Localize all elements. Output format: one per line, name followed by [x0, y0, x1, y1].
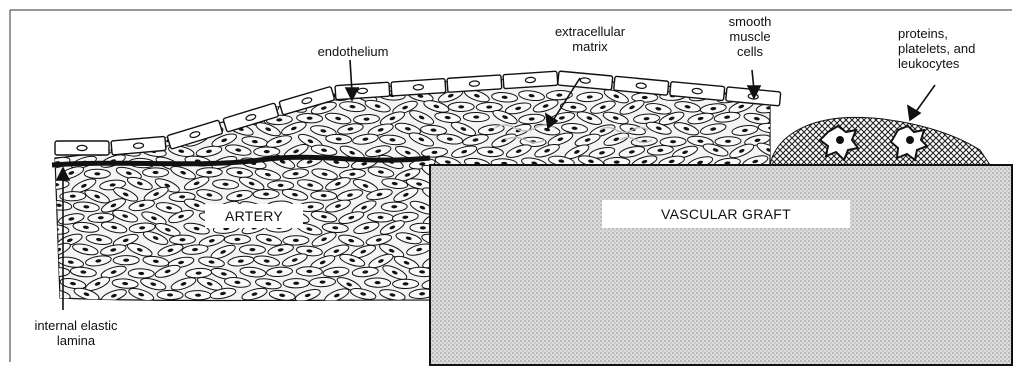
- smooth-muscle-cell: [85, 121, 112, 136]
- smooth-muscle-cell: [101, 88, 129, 106]
- smooth-muscle-cell: [44, 267, 70, 276]
- smooth-muscle-cell: [113, 255, 139, 264]
- smooth-muscle-cell: [283, 236, 309, 246]
- endothelial-cell: [55, 141, 109, 155]
- endothelial-cell: [391, 79, 446, 96]
- smooth-muscle-cells-label: smooth muscle cells: [710, 14, 790, 59]
- smooth-muscle-cell: [283, 279, 309, 288]
- smooth-muscle-cell: [239, 245, 265, 255]
- smooth-muscle-cell: [184, 114, 211, 125]
- smooth-muscle-cell: [224, 235, 250, 245]
- smooth-muscle-cell: [71, 109, 99, 127]
- smooth-muscle-cell: [296, 267, 322, 277]
- smooth-muscle-cell: [157, 290, 183, 300]
- smooth-muscle-cell: [715, 136, 741, 146]
- smooth-muscle-cell: [85, 98, 113, 117]
- smooth-muscle-cell: [58, 100, 85, 115]
- endothelial-cell: [503, 71, 558, 88]
- smooth-muscle-cell: [241, 89, 269, 107]
- smooth-muscle-cell: [184, 88, 211, 103]
- smooth-muscle-cell: [158, 115, 184, 125]
- endothelium-label: endothelium: [298, 44, 408, 59]
- proteins-platelets-leukocytes-label: proteins, platelets, and leukocytes: [898, 26, 1016, 71]
- smooth-muscle-cell: [393, 279, 419, 288]
- smooth-muscle-cell: [84, 169, 110, 178]
- internal-elastic-lamina-label: internal elastic lamina: [20, 318, 132, 348]
- vascular-graft-block: [430, 165, 1012, 365]
- smooth-muscle-cell: [130, 114, 156, 123]
- smooth-muscle-cell: [143, 168, 169, 177]
- smooth-muscle-cell: [212, 90, 238, 101]
- proteins-arrow: [915, 85, 935, 113]
- smooth-muscle-cell: [381, 202, 407, 212]
- smooth-muscle-cell: [56, 120, 84, 138]
- smooth-muscle-cell: [463, 112, 489, 122]
- smooth-muscle-cell: [71, 89, 98, 104]
- endothelial-cell: [335, 82, 390, 99]
- vascular-graft-label: VASCULAR GRAFT: [602, 200, 850, 228]
- smooth-muscle-cell: [140, 102, 167, 116]
- smooth-muscle-cell: [43, 113, 69, 124]
- smooth-muscle-cell: [185, 290, 211, 300]
- artery-label: ARTERY: [205, 204, 303, 228]
- smooth-muscle-cell: [114, 122, 142, 139]
- smooth-muscle-cell: [44, 91, 70, 100]
- smooth-muscle-cell: [196, 104, 222, 115]
- smooth-muscle-cell: [128, 269, 154, 279]
- extracellular-matrix-label: extracellular matrix: [530, 24, 650, 54]
- endothelial-cell: [447, 75, 502, 92]
- smooth-muscle-cell: [169, 98, 196, 117]
- smooth-muscle-cell: [154, 90, 181, 103]
- smooth-muscle-cell: [141, 119, 169, 138]
- smooth-muscle-cell: [448, 102, 474, 111]
- smooth-muscle-cell: [268, 181, 294, 190]
- smooth-muscle-cell: [101, 110, 129, 127]
- smooth-muscle-cell: [169, 235, 195, 245]
- smooth-muscle-cell: [253, 189, 279, 198]
- protein-mesh: [770, 117, 990, 165]
- smooth-muscle-cell: [113, 100, 140, 115]
- smooth-muscle-cell: [127, 92, 154, 103]
- smooth-muscle-cell: [364, 278, 390, 288]
- smooth-muscle-cell: [196, 168, 222, 178]
